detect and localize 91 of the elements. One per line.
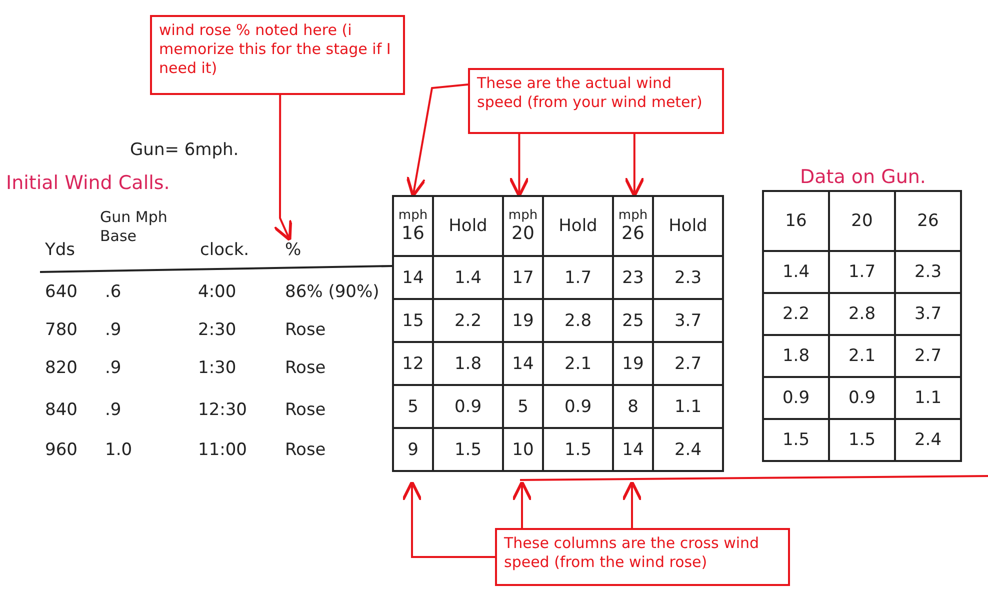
table-cell: 3.7 bbox=[895, 293, 961, 335]
table-value: Rose bbox=[285, 320, 326, 340]
leader-arrow bbox=[402, 480, 495, 558]
table-value: .9 bbox=[105, 320, 122, 340]
column-heading: clock. bbox=[200, 240, 250, 260]
table-value: .9 bbox=[105, 400, 122, 420]
table-value: Rose bbox=[285, 400, 326, 420]
table-cell: 2.7 bbox=[653, 342, 723, 385]
table-cell: 0.9 bbox=[763, 377, 829, 419]
table-cell: 1.7 bbox=[543, 256, 613, 299]
table-cell: 14 bbox=[393, 256, 433, 299]
table-cell: 19 bbox=[613, 342, 653, 385]
table-value: 840 bbox=[45, 400, 78, 420]
table-cell: 1.1 bbox=[895, 377, 961, 419]
table-cell: 1.5 bbox=[829, 419, 895, 461]
callout-box: wind rose % noted here (i memorize this for the stage if I need it) bbox=[150, 15, 405, 95]
column-header: mph 20 bbox=[503, 196, 543, 256]
handwritten-note: Gun= 6mph. bbox=[130, 140, 239, 160]
leader-arrow bbox=[508, 134, 530, 198]
table-value: Rose bbox=[285, 358, 326, 378]
table-value: 4:00 bbox=[198, 282, 236, 302]
leader-arrow bbox=[622, 480, 642, 528]
table-cell: 1.1 bbox=[653, 385, 723, 428]
table-cell: 1.5 bbox=[433, 428, 503, 471]
column-header: mph 26 bbox=[613, 196, 653, 256]
column-header: 20 bbox=[829, 191, 895, 251]
table-cell: 1.4 bbox=[433, 256, 503, 299]
leader-arrow bbox=[624, 134, 645, 198]
table-cell: 8 bbox=[613, 385, 653, 428]
column-header: 26 bbox=[895, 191, 961, 251]
table-cell: 0.9 bbox=[543, 385, 613, 428]
table-value: 12:30 bbox=[198, 400, 247, 420]
column-heading: Gun Mph Base bbox=[100, 208, 168, 246]
column-header: Hold bbox=[543, 196, 613, 256]
table-value: 640 bbox=[45, 282, 78, 302]
table-value: .9 bbox=[105, 358, 122, 378]
table-value: 2:30 bbox=[198, 320, 236, 340]
table-value: 1.0 bbox=[105, 440, 132, 460]
table-cell: 2.3 bbox=[653, 256, 723, 299]
table-cell: 17 bbox=[503, 256, 543, 299]
callout-box: These are the actual wind speed (from your wind meter) bbox=[468, 68, 724, 134]
table-cell: 2.2 bbox=[433, 299, 503, 342]
column-header: mph 16 bbox=[393, 196, 433, 256]
table-value: 1:30 bbox=[198, 358, 236, 378]
table-cell: 15 bbox=[393, 299, 433, 342]
table-cell: 10 bbox=[503, 428, 543, 471]
table-cell: 2.4 bbox=[895, 419, 961, 461]
leader-arrow bbox=[406, 84, 468, 198]
table-cell: 14 bbox=[613, 428, 653, 471]
table-cell: 2.1 bbox=[543, 342, 613, 385]
table-cell: 5 bbox=[393, 385, 433, 428]
table-cell: 1.4 bbox=[763, 251, 829, 293]
table-cell: 1.5 bbox=[763, 419, 829, 461]
handwritten-note: Data on Gun. bbox=[800, 166, 926, 188]
leader-arrow bbox=[272, 95, 292, 242]
handwritten-note: Initial Wind Calls. bbox=[6, 172, 170, 194]
table-cell: 1.7 bbox=[829, 251, 895, 293]
table-cell: 2.8 bbox=[829, 293, 895, 335]
table-value: 11:00 bbox=[198, 440, 247, 460]
table-cell: 1.8 bbox=[763, 335, 829, 377]
table-cell: 2.2 bbox=[763, 293, 829, 335]
callout-box: These columns are the cross wind speed (from the wind rose) bbox=[495, 528, 790, 586]
table-cell: 12 bbox=[393, 342, 433, 385]
table-cell: 1.8 bbox=[433, 342, 503, 385]
table-value: .6 bbox=[105, 282, 122, 302]
column-header: Hold bbox=[653, 196, 723, 256]
table-cell: 2.1 bbox=[829, 335, 895, 377]
table-cell: 23 bbox=[613, 256, 653, 299]
column-heading: % bbox=[285, 240, 302, 260]
table-cell: 2.7 bbox=[895, 335, 961, 377]
table-value: 780 bbox=[45, 320, 78, 340]
column-header: Hold bbox=[433, 196, 503, 256]
table-value: 820 bbox=[45, 358, 78, 378]
table-cell: 0.9 bbox=[433, 385, 503, 428]
table-cell: 2.4 bbox=[653, 428, 723, 471]
column-header: 16 bbox=[763, 191, 829, 251]
table-cell: 9 bbox=[393, 428, 433, 471]
table-cell: 0.9 bbox=[829, 377, 895, 419]
table-cell: 19 bbox=[503, 299, 543, 342]
table-cell: 1.5 bbox=[543, 428, 613, 471]
table-cell: 5 bbox=[503, 385, 543, 428]
table-cell: 2.8 bbox=[543, 299, 613, 342]
table-value: Rose bbox=[285, 440, 326, 460]
table-cell: 25 bbox=[613, 299, 653, 342]
table-value: 960 bbox=[45, 440, 78, 460]
column-heading: Yds bbox=[45, 240, 76, 260]
table-cell: 2.3 bbox=[895, 251, 961, 293]
table-cell: 3.7 bbox=[653, 299, 723, 342]
table-value: 86% (90%) bbox=[285, 282, 380, 302]
table-cell: 14 bbox=[503, 342, 543, 385]
leader-arrow bbox=[512, 480, 532, 528]
